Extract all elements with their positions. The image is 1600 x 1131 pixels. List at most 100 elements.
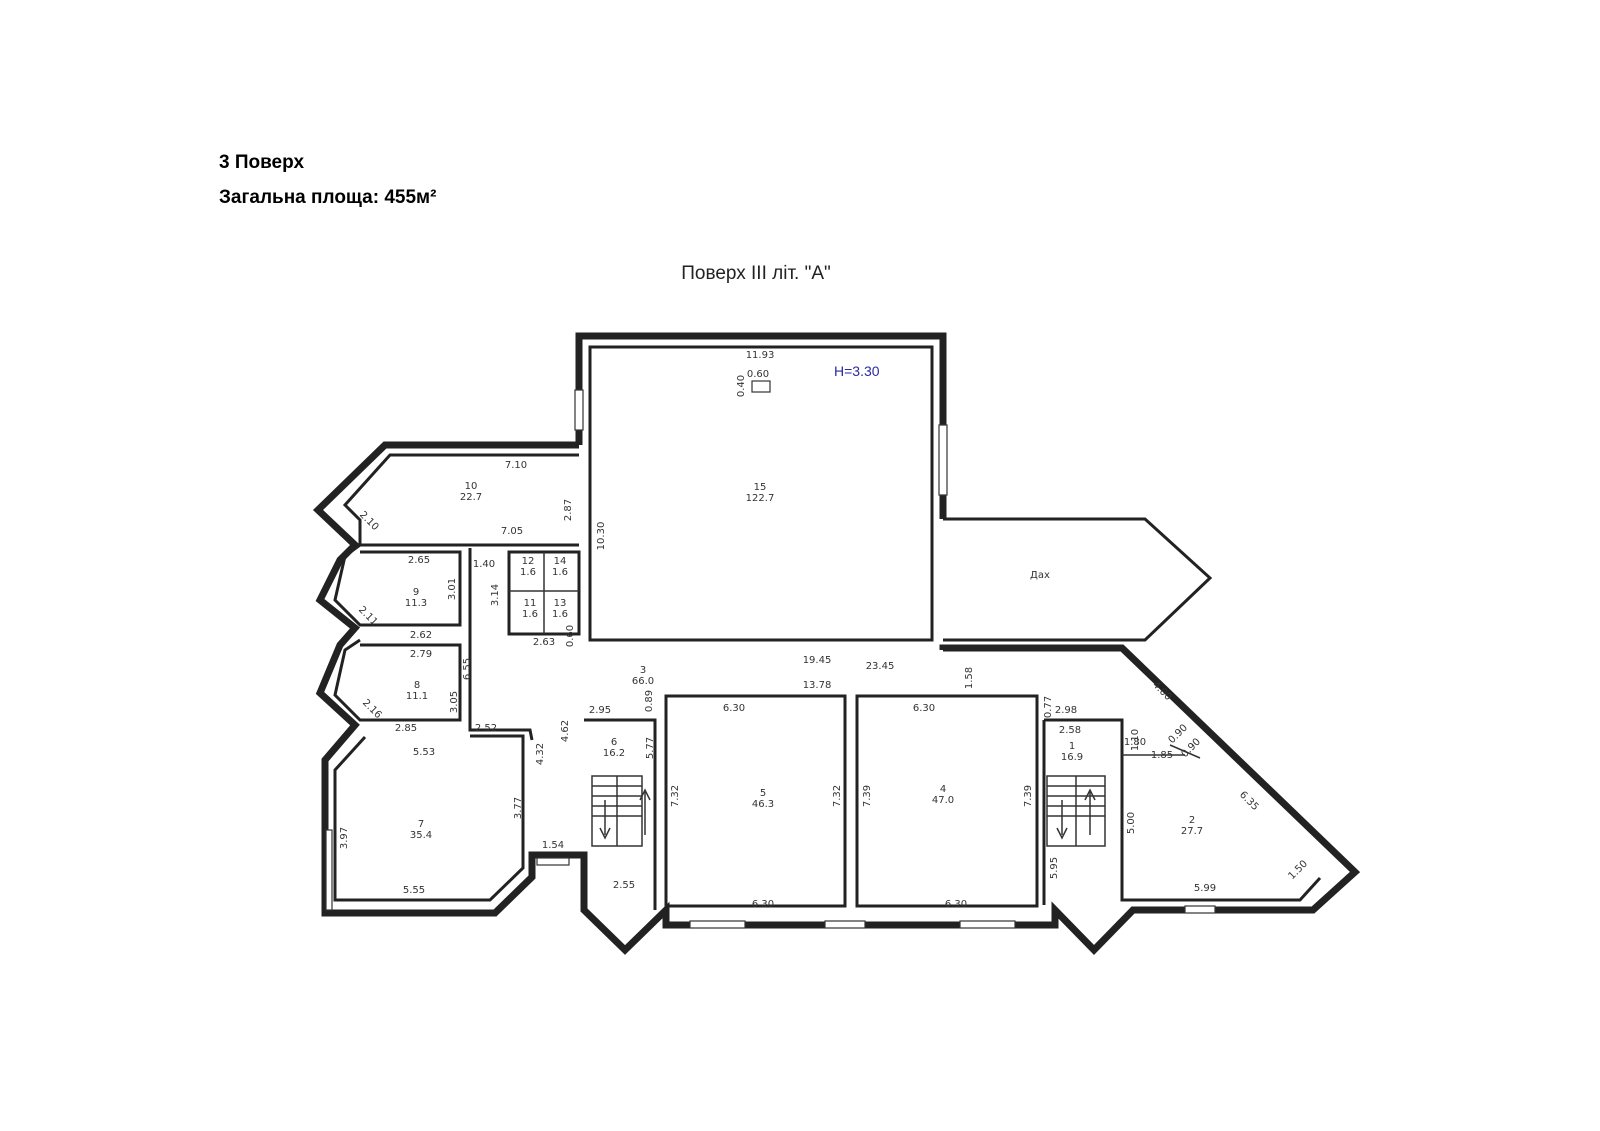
staircase-right	[1046, 775, 1106, 847]
room-area: 22.7	[460, 492, 482, 503]
room-number: 3	[640, 665, 646, 676]
dimension-label: 5.95	[1049, 857, 1060, 879]
room-number: 14	[554, 556, 567, 567]
room-area: 47.0	[932, 795, 954, 806]
dimension-label: 5.77	[645, 737, 656, 759]
dimension-label: 0.60	[747, 369, 769, 380]
room-number: 8	[414, 680, 420, 691]
dimension-label: 3.01	[447, 578, 458, 600]
room-number: 15	[754, 482, 767, 493]
room-area: 122.7	[746, 493, 775, 504]
dimension-label: 6.30	[945, 899, 967, 910]
dimension-label: 5.99	[1194, 883, 1216, 894]
room-number: 1	[1069, 741, 1075, 752]
dimension-label: 2.58	[1059, 725, 1081, 736]
dimension-label: 6.30	[752, 899, 774, 910]
plan-title: Поверх III літ. "А"	[681, 263, 831, 284]
dimension-label: 0.40	[736, 375, 747, 397]
dimension-label: 3.97	[339, 827, 350, 849]
room-number: 2	[1189, 815, 1195, 826]
room-area: 16.9	[1061, 752, 1083, 763]
dimension-label: 1.10	[1130, 729, 1141, 751]
dimension-label: 5.00	[1126, 812, 1137, 834]
dimension-label: 7.10	[505, 460, 527, 471]
dimension-label: 6.30	[913, 703, 935, 714]
dimension-label: 4.00	[1150, 679, 1174, 703]
dimension-label: 0.90	[1166, 722, 1190, 746]
room-area: 66.0	[632, 676, 654, 687]
room-area: 35.4	[410, 830, 432, 841]
room-area: 16.2	[603, 748, 625, 759]
height-note: H=3.30	[834, 363, 880, 379]
dimension-label: 1.40	[473, 559, 495, 570]
dimension-label: 19.45	[803, 655, 832, 666]
dimension-label: 3.14	[490, 584, 501, 606]
room-number: 7	[418, 819, 424, 830]
room-area: 1.6	[552, 609, 568, 620]
dimension-label: 0.89	[644, 690, 655, 712]
dimension-label: 2.16	[360, 697, 384, 721]
dimension-label: 2.55	[613, 880, 635, 891]
dimension-label: 1.50	[1286, 858, 1310, 882]
roof-label: Дах	[1030, 570, 1050, 581]
dimension-label: 7.32	[670, 785, 681, 807]
dimension-label: 1.54	[542, 840, 564, 851]
dimension-label: 7.39	[862, 785, 873, 807]
dimension-label: 0.90	[1179, 736, 1203, 760]
dimension-label: 2.87	[563, 499, 574, 521]
dimension-label: 3.77	[513, 797, 524, 819]
dimension-label: 4.62	[560, 720, 571, 742]
room-number: 13	[554, 598, 567, 609]
dimension-label: 13.78	[803, 680, 832, 691]
room-area: 1.6	[552, 567, 568, 578]
dimension-label: 2.98	[1055, 705, 1077, 716]
dimension-label: 0.60	[565, 625, 576, 647]
inner-walls	[333, 345, 1322, 910]
room-number: 6	[611, 737, 617, 748]
dimension-label: 10.30	[596, 522, 607, 551]
room-area: 1.6	[520, 567, 536, 578]
staircase-left	[591, 775, 651, 847]
dimension-label: 0.77	[1043, 696, 1054, 718]
room-area: 1.6	[522, 609, 538, 620]
dimension-label: 6.55	[462, 658, 473, 680]
room-labels: 116.9 227.7 366.0 447.0 546.3 616.2 735.4 811.1…	[405, 481, 1203, 841]
dimension-label: 7.05	[501, 526, 523, 537]
dimension-label: 2.52	[475, 723, 497, 734]
dimension-label: 2.95	[589, 705, 611, 716]
dimension-label: 6.35	[1237, 789, 1261, 813]
dimension-label: 7.39	[1023, 785, 1034, 807]
room-area: 11.1	[406, 691, 428, 702]
dimension-label: 2.63	[533, 637, 555, 648]
floor-heading: 3 Поверх	[219, 152, 305, 173]
outer-walls	[312, 332, 1361, 956]
dimension-label: 7.32	[832, 785, 843, 807]
room-area: 11.3	[405, 598, 427, 609]
dimension-label: 2.85	[395, 723, 417, 734]
room-area: 46.3	[752, 799, 774, 810]
dimension-label: 5.53	[413, 747, 435, 758]
total-area-label: Загальна площа: 455м²	[219, 187, 437, 208]
room-number: 5	[760, 788, 766, 799]
dimension-label: 1.58	[964, 667, 975, 689]
dimension-label: 3.05	[449, 691, 460, 713]
room-area: 27.7	[1181, 826, 1203, 837]
dimension-label: 5.55	[403, 885, 425, 896]
dimension-label: 2.79	[410, 649, 432, 660]
dimension-label: 2.62	[410, 630, 432, 641]
room-number: 10	[465, 481, 478, 492]
dimension-label: 11.93	[746, 350, 775, 361]
room-number: 11	[524, 598, 537, 609]
room-number: 9	[413, 587, 419, 598]
room-number: 12	[522, 556, 535, 567]
dimension-label: 1.85	[1151, 750, 1173, 761]
dimension-label: 2.65	[408, 555, 430, 566]
dimension-label: 4.32	[535, 743, 546, 765]
windows	[325, 380, 1216, 929]
dimension-label: 6.30	[723, 703, 745, 714]
dimension-label: 1.80	[1124, 737, 1146, 748]
room-number: 4	[940, 784, 946, 795]
dimension-label: 23.45	[866, 661, 895, 672]
